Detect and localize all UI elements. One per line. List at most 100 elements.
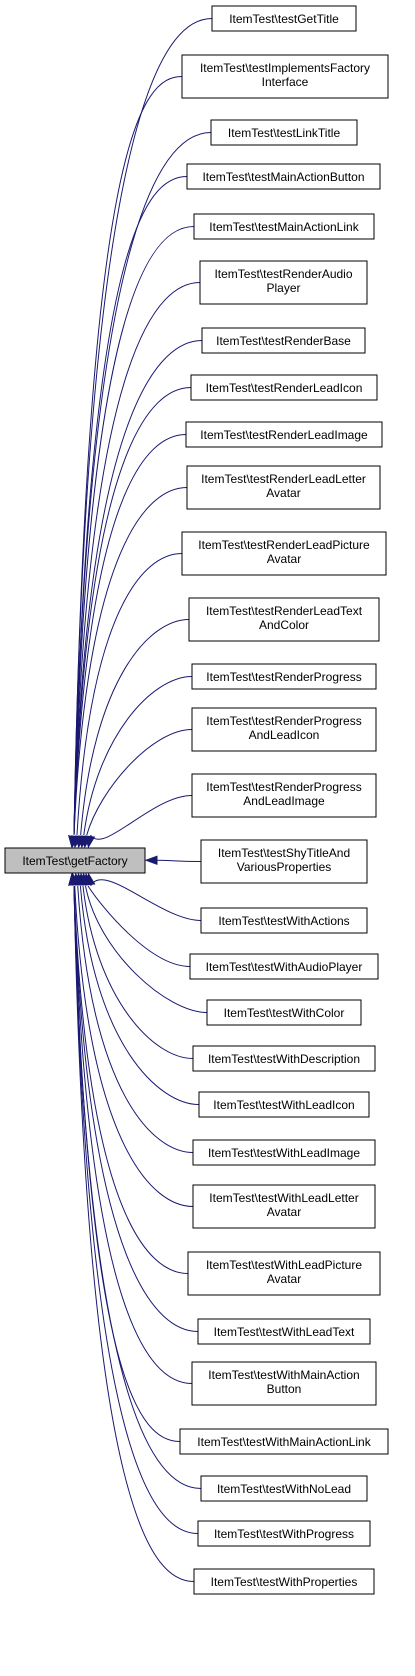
caller-node-box (192, 1184, 376, 1229)
caller-node-box (200, 907, 368, 934)
caller-node-label: ItemTest\testRenderProgress (206, 714, 361, 728)
caller-node-test-main-action-link[interactable]: ItemTest\testMainActionLink (193, 213, 375, 240)
edge-test-main-action-button (73, 176, 188, 836)
caller-node-label: ItemTest\testLinkTitle (228, 126, 341, 140)
edge-layer (68, 18, 213, 1582)
caller-node-box (187, 1251, 381, 1296)
caller-node-label: ItemTest\testWithDescription (208, 1052, 360, 1066)
caller-node-box (211, 5, 357, 32)
caller-node-box (179, 1428, 389, 1455)
caller-node-test-main-action-button[interactable]: ItemTest\testMainActionButton (186, 163, 381, 190)
caller-node-box (198, 1091, 370, 1118)
caller-node-label: ItemTest\testWithProperties (211, 1575, 358, 1589)
edge-test-implements-factory-interface (73, 76, 183, 836)
caller-node-label: ItemTest\testWithLeadText (214, 1325, 355, 1339)
caller-node-label: ItemTest\testWithNoLead (217, 1482, 351, 1496)
edge-test-with-lead-icon (79, 885, 200, 1105)
edge-test-with-main-action-link (73, 885, 181, 1442)
edge-test-render-base (73, 340, 203, 836)
caller-node-label: ItemTest\testWithMainActionLink (197, 1435, 371, 1449)
caller-node-test-with-actions[interactable]: ItemTest\testWithActions (200, 907, 368, 934)
caller-node-box (210, 119, 358, 146)
caller-node-test-render-lead-image[interactable]: ItemTest\testRenderLeadImage (185, 421, 383, 448)
caller-node-test-with-properties[interactable]: ItemTest\testWithProperties (193, 1568, 375, 1595)
edge-test-render-progress (83, 676, 193, 836)
caller-node-label: AndLeadIcon (249, 728, 320, 742)
caller-node-label: ItemTest\testRenderLeadLetter (201, 472, 366, 486)
caller-node-label: Avatar (267, 552, 301, 566)
caller-node-test-with-audio-player[interactable]: ItemTest\testWithAudioPlayer (189, 953, 379, 980)
edge-test-with-lead-text (73, 885, 199, 1332)
caller-node-label: ItemTest\testWithLeadIcon (213, 1098, 354, 1112)
root-node-box (4, 847, 146, 874)
caller-node-box (189, 953, 379, 980)
edge-test-main-action-link (73, 226, 195, 836)
caller-node-label: ItemTest\testWithProgress (214, 1527, 354, 1541)
caller-node-box (186, 465, 381, 510)
edge-test-with-progress (73, 885, 199, 1534)
arrowhead-test-with-properties (68, 872, 79, 886)
caller-nodes: ItemTest\testGetTitleItemTest\testImplem… (179, 5, 389, 1595)
edge-test-render-lead-icon (73, 387, 192, 836)
caller-node-test-get-title[interactable]: ItemTest\testGetTitle (211, 5, 357, 32)
caller-node-label: ItemTest\testRenderLeadText (206, 604, 363, 618)
caller-node-label: ItemTest\testWithLeadImage (208, 1146, 360, 1160)
caller-node-label: ItemTest\testRenderLeadIcon (206, 381, 363, 395)
caller-node-box (193, 1568, 375, 1595)
caller-node-label: ItemTest\testWithActions (218, 914, 349, 928)
caller-node-label: Avatar (266, 486, 300, 500)
edge-test-with-audio-player (87, 885, 191, 967)
caller-node-box (181, 54, 389, 99)
edge-test-render-lead-image (73, 434, 187, 836)
edge-test-with-properties (73, 885, 195, 1582)
edge-test-with-main-action-button (73, 885, 193, 1384)
caller-node-label: ItemTest\testShyTitleAnd (218, 846, 350, 860)
caller-node-box (201, 327, 366, 354)
caller-node-label: ItemTest\testGetTitle (229, 12, 339, 26)
caller-node-test-with-no-lead[interactable]: ItemTest\testWithNoLead (200, 1475, 368, 1502)
caller-node-test-render-lead-icon[interactable]: ItemTest\testRenderLeadIcon (190, 374, 378, 401)
caller-node-box (181, 531, 387, 576)
caller-node-test-render-base[interactable]: ItemTest\testRenderBase (201, 327, 366, 354)
root-node-label: ItemTest\getFactory (22, 854, 127, 868)
root-node[interactable]: ItemTest\getFactory (4, 847, 146, 874)
caller-node-test-with-progress[interactable]: ItemTest\testWithProgress (197, 1520, 371, 1547)
caller-node-test-render-progress[interactable]: ItemTest\testRenderProgress (191, 663, 377, 690)
caller-node-test-with-color[interactable]: ItemTest\testWithColor (206, 999, 362, 1026)
edge-test-with-description (82, 885, 194, 1059)
caller-node-test-with-main-action-link[interactable]: ItemTest\testWithMainActionLink (179, 1428, 389, 1455)
caller-node-test-with-lead-image[interactable]: ItemTest\testWithLeadImage (192, 1139, 376, 1166)
caller-node-test-shy-title-and-various-properties[interactable]: ItemTest\testShyTitleAndVariousPropertie… (200, 839, 368, 884)
caller-node-box (186, 163, 381, 190)
caller-node-label: ItemTest\testWithAudioPlayer (206, 960, 363, 974)
edge-test-get-title (73, 18, 213, 836)
caller-node-box (206, 999, 362, 1026)
caller-node-label: Button (267, 1382, 302, 1396)
edge-test-shy-title-and-various-properties (155, 859, 202, 862)
caller-node-box (185, 421, 383, 448)
edge-test-with-no-lead (73, 885, 202, 1489)
caller-node-box (199, 260, 368, 305)
caller-node-box (197, 1318, 371, 1345)
edge-test-with-lead-image (77, 885, 194, 1153)
caller-node-label: AndColor (259, 618, 309, 632)
caller-node-test-with-description[interactable]: ItemTest\testWithDescription (192, 1045, 376, 1072)
caller-node-label: ItemTest\testRenderLeadImage (200, 428, 368, 442)
caller-node-box (197, 1520, 371, 1547)
caller-node-box (191, 773, 377, 818)
caller-node-label: ItemTest\testRenderProgress (206, 670, 361, 684)
caller-node-label: ItemTest\testImplementsFactory (200, 61, 370, 75)
caller-node-test-link-title[interactable]: ItemTest\testLinkTitle (210, 119, 358, 146)
caller-node-test-with-lead-icon[interactable]: ItemTest\testWithLeadIcon (198, 1091, 370, 1118)
caller-node-test-with-lead-text[interactable]: ItemTest\testWithLeadText (197, 1318, 371, 1345)
